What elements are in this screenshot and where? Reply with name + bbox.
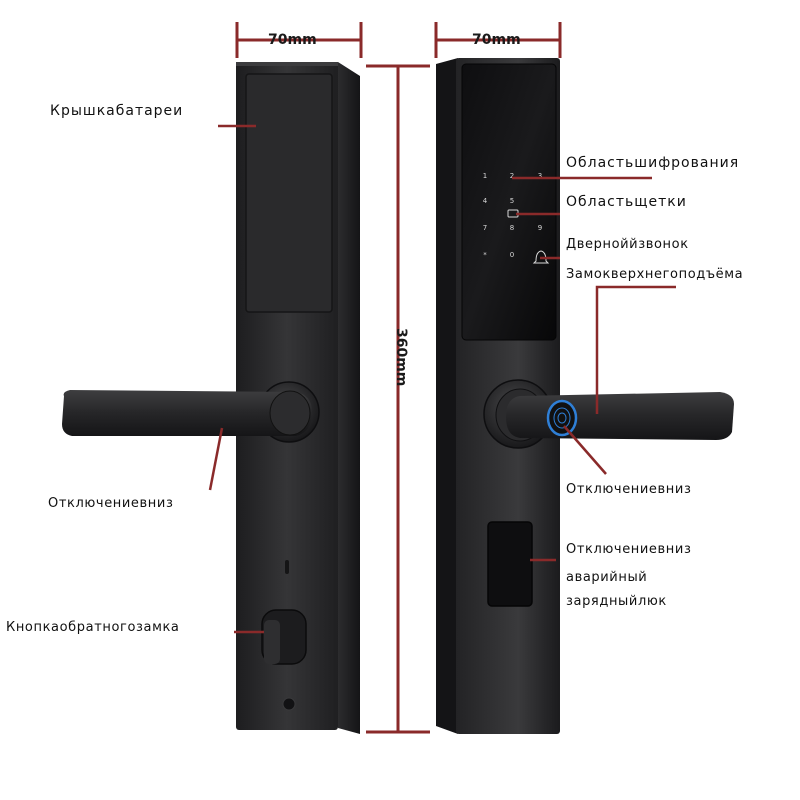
keypad-glass bbox=[461, 63, 557, 341]
label-doorbell: Дверноййзвонок bbox=[566, 237, 689, 252]
doorbell-icon bbox=[532, 250, 550, 264]
callout-lines bbox=[208, 124, 676, 634]
label-emergency-1: Отключениевниз bbox=[566, 542, 692, 557]
keypad-key-5: 5 bbox=[510, 197, 514, 205]
keypad: 1 2 3 4 5 7 8 9 * 0 bbox=[483, 172, 542, 259]
keypad-key-4: 4 bbox=[483, 197, 488, 205]
label-back-lock-button: Кнопкаобратногозамка bbox=[6, 620, 180, 635]
fingerprint-sensor bbox=[546, 399, 578, 437]
height-dimension: 360mm bbox=[393, 328, 409, 387]
label-handle-left: Отключениевниз bbox=[48, 496, 174, 511]
key-hole bbox=[282, 697, 296, 711]
left-lock-panel bbox=[62, 62, 360, 734]
keypad-key-8: 8 bbox=[510, 224, 514, 232]
keypad-key-3: 3 bbox=[538, 172, 542, 180]
left-handle bbox=[62, 390, 312, 436]
keypad-key-0: 0 bbox=[510, 251, 514, 259]
keypad-key-9: 9 bbox=[538, 224, 542, 232]
keypad-key-2: 2 bbox=[510, 172, 514, 180]
label-brush-area: Областьщетки bbox=[566, 194, 687, 210]
label-handle-right: Отключениевниз bbox=[566, 482, 692, 497]
label-battery-cover: Крышкабатареи bbox=[50, 103, 184, 119]
emergency-charging-hatch bbox=[487, 521, 533, 607]
label-emergency-3: зарядныйлюк bbox=[566, 594, 667, 609]
label-emergency-2: аварийный bbox=[566, 570, 648, 585]
right-lock-panel: 1 2 3 4 5 7 8 9 * 0 bbox=[436, 58, 734, 734]
battery-cover bbox=[245, 73, 333, 313]
keypad-key-1: 1 bbox=[483, 172, 487, 180]
right-width-dimension: 70mm bbox=[472, 32, 521, 48]
left-width-dimension: 70mm bbox=[268, 32, 317, 48]
right-handle bbox=[506, 392, 734, 440]
label-password-area: Областьшифрования bbox=[566, 155, 740, 171]
label-lift-lock: Замокверхнегоподъёма bbox=[566, 267, 744, 282]
keypad-key-star: * bbox=[483, 251, 487, 259]
dimension-lines bbox=[235, 22, 562, 734]
keypad-key-7: 7 bbox=[483, 224, 487, 232]
